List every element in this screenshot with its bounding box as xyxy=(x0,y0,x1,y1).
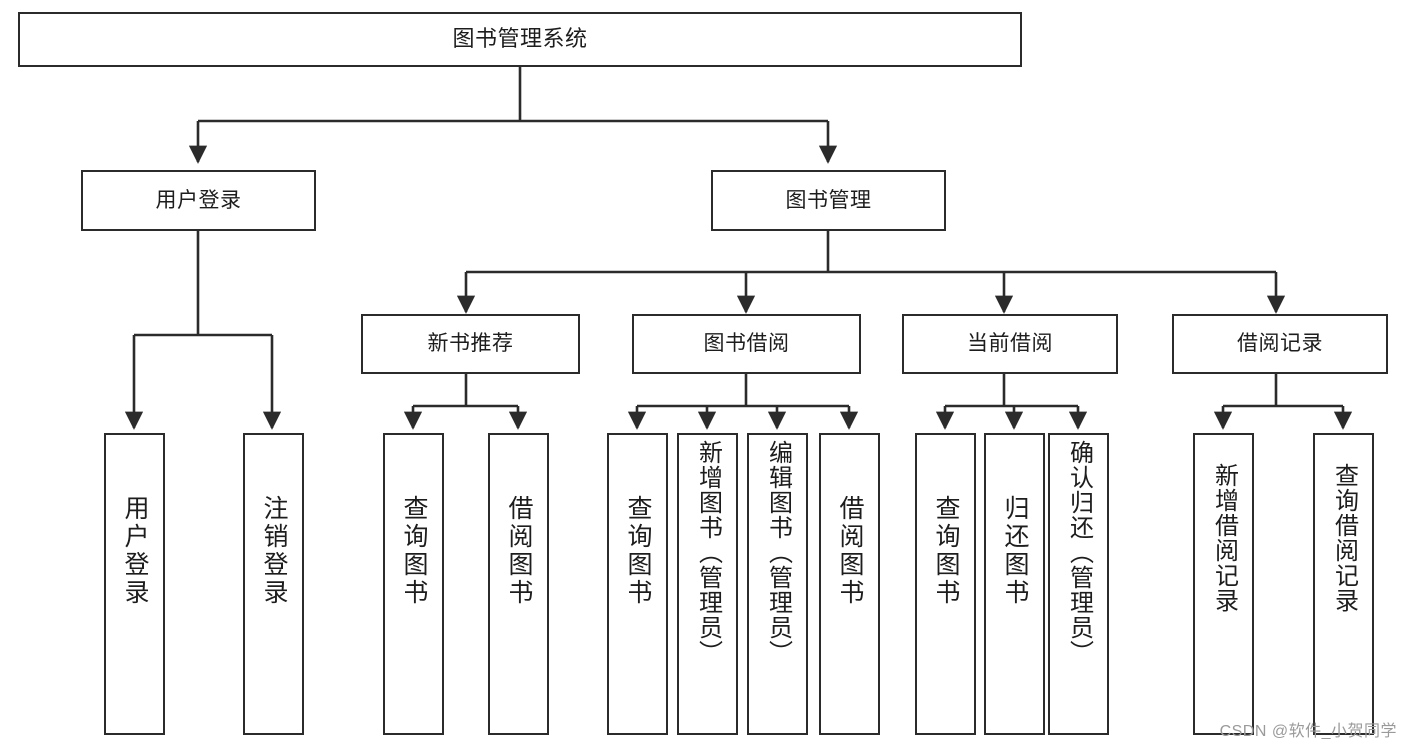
leaf-book-borrow-edit-book-admin[interactable]: 编辑图书（管理员） xyxy=(747,433,808,735)
node-book-borrow[interactable]: 图书借阅 xyxy=(632,314,861,374)
leaf-new-book-query-book[interactable]: 查询图书 xyxy=(383,433,444,735)
node-label: 图书管理系统 xyxy=(452,26,588,52)
leaf-user-login-login[interactable]: 用户登录 xyxy=(104,433,165,735)
leaf-new-book-borrow-book[interactable]: 借阅图书 xyxy=(488,433,549,735)
node-label: 新增借阅记录 xyxy=(1210,463,1238,613)
leaf-user-login-logout[interactable]: 注销登录 xyxy=(243,433,304,735)
node-label: 用户登录 xyxy=(121,495,149,607)
node-label: 借阅记录 xyxy=(1237,332,1323,356)
leaf-book-borrow-query-book[interactable]: 查询图书 xyxy=(607,433,668,735)
node-label: 查询图书 xyxy=(624,495,652,607)
node-user-login[interactable]: 用户登录 xyxy=(81,170,316,231)
node-label: 查询图书 xyxy=(932,495,960,607)
node-label: 归还图书 xyxy=(1001,495,1029,607)
node-root-system[interactable]: 图书管理系统 xyxy=(18,12,1022,67)
node-label: 借阅图书 xyxy=(836,495,864,607)
node-label: 新书推荐 xyxy=(427,332,514,356)
node-label: 用户登录 xyxy=(155,188,242,212)
node-label: 图书管理 xyxy=(785,188,872,212)
node-label: 借阅图书 xyxy=(505,495,533,607)
csdn-watermark: CSDN @软件_小贺同学 xyxy=(1219,723,1397,740)
node-label: 查询图书 xyxy=(400,495,428,607)
leaf-borrow-record-add-record[interactable]: 新增借阅记录 xyxy=(1193,433,1254,735)
node-label: 图书借阅 xyxy=(703,332,790,356)
node-label: 当前借阅 xyxy=(967,332,1053,356)
node-label: 注销登录 xyxy=(260,495,288,607)
node-label: 查询借阅记录 xyxy=(1330,463,1358,613)
leaf-book-borrow-add-book-admin[interactable]: 新增图书（管理员） xyxy=(677,433,738,735)
node-new-book-recommend[interactable]: 新书推荐 xyxy=(361,314,580,374)
leaf-borrow-record-query-record[interactable]: 查询借阅记录 xyxy=(1313,433,1374,735)
leaf-book-borrow-borrow-book[interactable]: 借阅图书 xyxy=(819,433,880,735)
node-label: 确认归还（管理员） xyxy=(1065,440,1093,665)
node-borrow-record[interactable]: 借阅记录 xyxy=(1172,314,1388,374)
node-current-borrow[interactable]: 当前借阅 xyxy=(902,314,1118,374)
node-book-management[interactable]: 图书管理 xyxy=(711,170,946,231)
leaf-current-borrow-return-book[interactable]: 归还图书 xyxy=(984,433,1045,735)
leaf-current-borrow-query-book[interactable]: 查询图书 xyxy=(915,433,976,735)
leaf-current-borrow-confirm-return-admin[interactable]: 确认归还（管理员） xyxy=(1048,433,1109,735)
node-label: 新增图书（管理员） xyxy=(694,440,722,665)
node-label: 编辑图书（管理员） xyxy=(764,440,792,665)
